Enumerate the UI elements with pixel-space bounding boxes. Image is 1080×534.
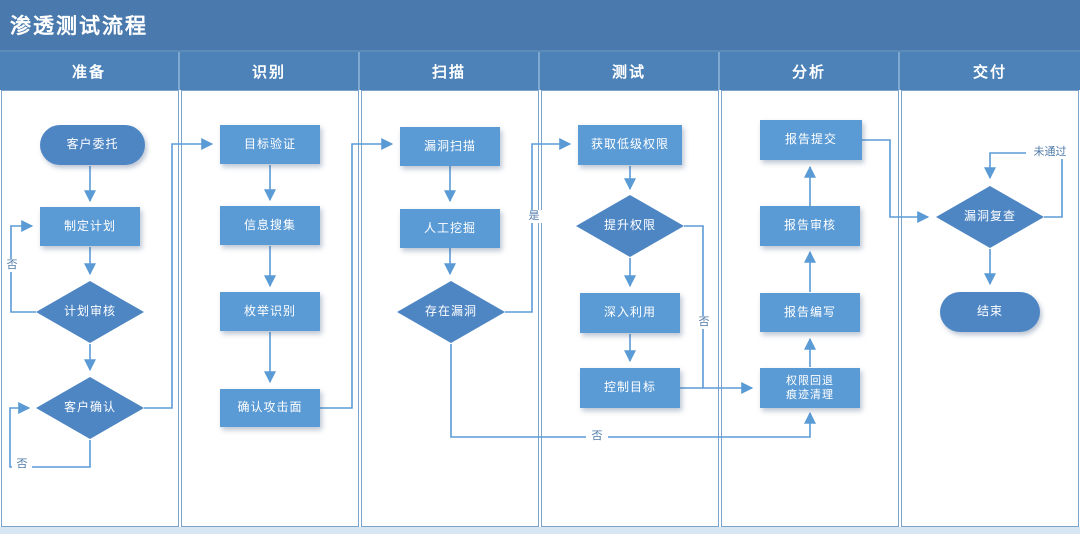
node-control-target: 控制目标: [580, 368, 680, 408]
page-title: 渗透测试流程: [10, 15, 148, 38]
lane-header-analyze: 分析: [720, 52, 900, 90]
node-label: 提升权限: [603, 218, 656, 233]
node-client-commission: 客户委托: [40, 125, 145, 165]
node-priv-rollback-cleanup: 权限回退 痕迹清理: [760, 368, 860, 408]
lane-header-test: 测试: [540, 52, 720, 90]
node-confirm-attack-surface: 确认攻击面: [220, 389, 320, 427]
lane-header-deliver: 交付: [900, 52, 1080, 90]
node-label: 人工挖掘: [423, 220, 476, 235]
node-label: 深入利用: [603, 305, 656, 320]
node-label: 制定计划: [63, 218, 116, 233]
edge-label-vuln-exists-yes: 是: [524, 210, 544, 223]
node-vuln-scan: 漏洞扫描: [400, 127, 500, 166]
edge-label-client-confirm-no: 否: [12, 458, 32, 471]
node-label: 控制目标: [603, 380, 656, 395]
node-report-writing: 报告编写: [760, 293, 860, 332]
title-separator: [0, 50, 1080, 52]
node-label: 枚举识别: [243, 303, 296, 318]
node-label: 客户委托: [66, 137, 119, 152]
node-label: 客户确认: [63, 400, 116, 415]
node-end: 结束: [940, 292, 1040, 332]
node-label-line1: 权限回退: [786, 374, 834, 387]
node-label: 报告审核: [783, 218, 836, 233]
node-label: 确认攻击面: [237, 400, 303, 415]
node-make-plan: 制定计划: [40, 207, 140, 246]
node-label: 漏洞扫描: [423, 138, 476, 153]
node-get-low-priv: 获取低级权限: [578, 125, 682, 165]
lane-header-identify: 识别: [180, 52, 360, 90]
node-target-verify: 目标验证: [220, 125, 320, 164]
edge-label-priv-escalation-no: 否: [694, 316, 714, 329]
node-report-review: 报告审核: [760, 206, 860, 246]
node-label: 结束: [976, 304, 1003, 319]
node-label-line2: 痕迹清理: [786, 389, 834, 401]
node-label: 报告提交: [784, 132, 837, 147]
node-label: 存在漏洞: [424, 304, 477, 319]
node-manual-digging: 人工挖掘: [400, 209, 500, 248]
node-deep-exploit: 深入利用: [580, 293, 680, 333]
lane-header-row: 准备 识别 扫描 测试 分析 交付: [0, 52, 1080, 90]
node-report-submit: 报告提交: [760, 120, 862, 160]
canvas-bottom-strip: [0, 527, 1080, 534]
node-label: 报告编写: [783, 304, 836, 319]
node-label: 目标验证: [243, 136, 296, 151]
node-label: 获取低级权限: [590, 137, 669, 152]
node-info-gathering: 信息搜集: [220, 206, 320, 245]
edge-label-plan-review-no: 否: [2, 259, 22, 272]
edge-label-vuln-recheck-fail: 未通过: [1026, 146, 1074, 159]
node-label: 计划审核: [63, 304, 116, 319]
node-enumeration: 枚举识别: [220, 292, 320, 331]
title-bar: 渗透测试流程: [0, 0, 1080, 50]
lane-header-prepare: 准备: [0, 52, 180, 90]
edge-label-vuln-exists-no: 否: [586, 430, 608, 443]
node-label: 信息搜集: [243, 217, 296, 232]
node-label: 漏洞复查: [963, 209, 1016, 224]
lane-header-scan: 扫描: [360, 52, 540, 90]
